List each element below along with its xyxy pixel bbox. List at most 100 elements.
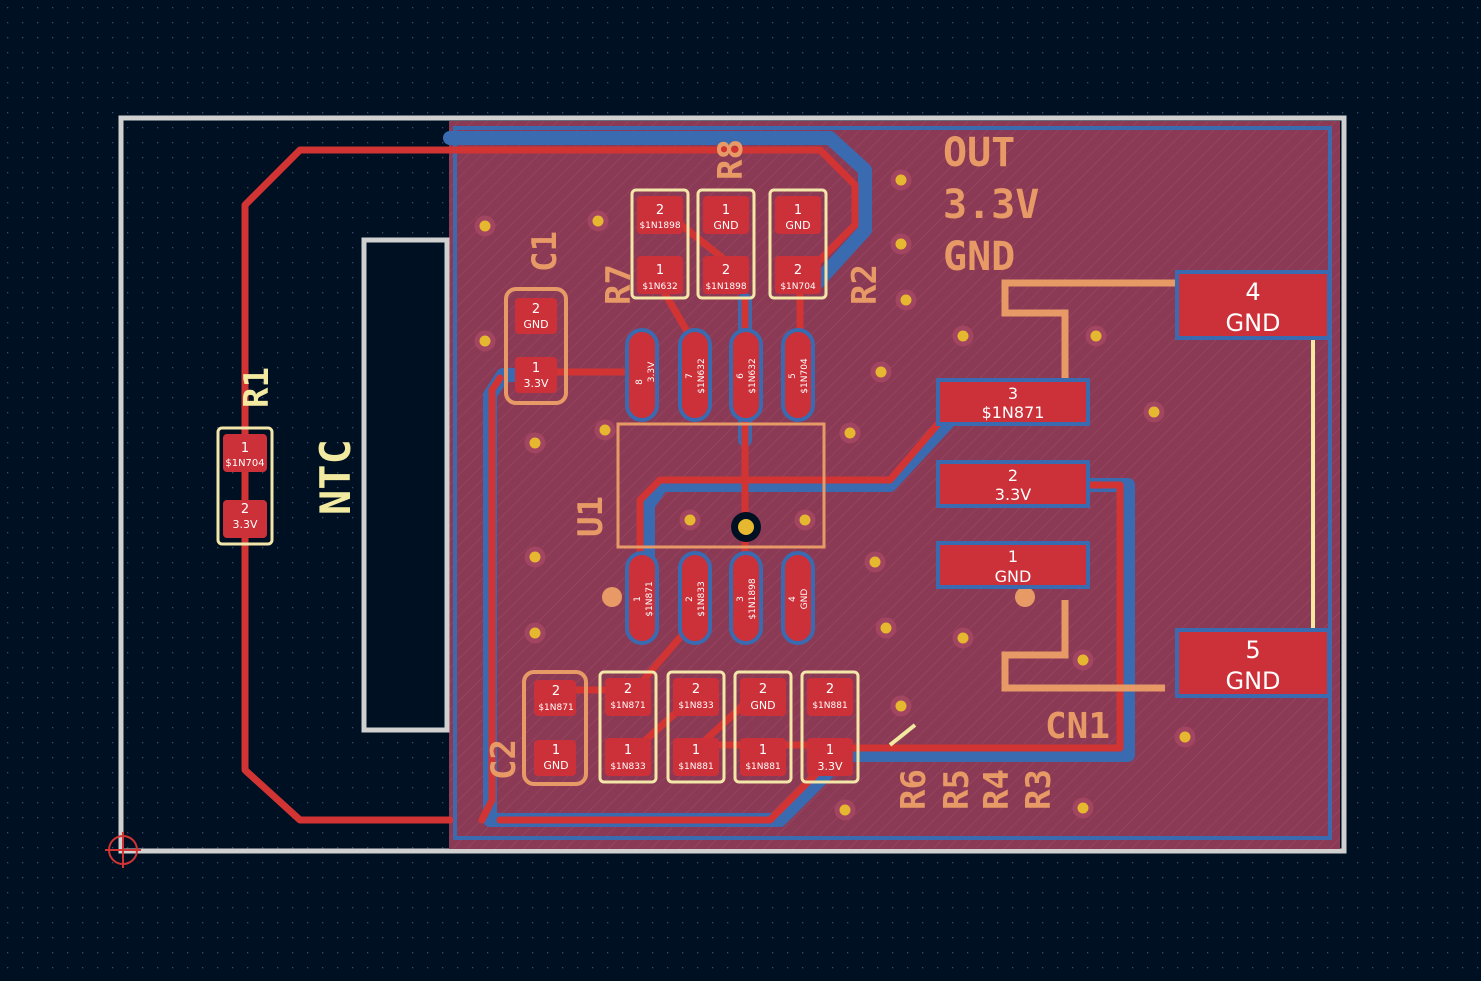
pads-r3-1-num-label: 1 bbox=[826, 743, 834, 758]
pads-c1-2-net-label: GND bbox=[523, 318, 548, 331]
r2-pad-1[interactable] bbox=[775, 196, 821, 234]
u1-pad-8[interactable] bbox=[625, 328, 659, 422]
pads-u1-8-net-label: 3.3V bbox=[647, 361, 657, 382]
marker-dot bbox=[1015, 587, 1035, 607]
r2-pad-2[interactable] bbox=[775, 256, 821, 294]
c2-pad-1[interactable] bbox=[534, 740, 576, 776]
r6-leader-line bbox=[888, 723, 917, 747]
pads-u1-8-num-label: 8 bbox=[635, 379, 645, 385]
cn1-pad-4[interactable] bbox=[1175, 270, 1331, 340]
r6-pad-1[interactable] bbox=[605, 738, 651, 776]
pads-r6-1-net-label: $1N833 bbox=[610, 762, 645, 772]
pads-r3-2-num-label: 2 bbox=[826, 682, 834, 697]
pads-c2-2-num-label: 2 bbox=[552, 684, 560, 699]
pads-cn1-3-net-label: $1N871 bbox=[982, 403, 1045, 422]
r3-pad-2[interactable] bbox=[807, 678, 853, 716]
r2-footprint[interactable]: 1 GND 2 $1N704 bbox=[768, 188, 828, 300]
pads-u1-6-num-label: 6 bbox=[736, 373, 746, 379]
pads-u1-2-num-label: 2 bbox=[685, 596, 695, 602]
pads-r3-2-net-label: $1N881 bbox=[812, 701, 847, 711]
pads-c1-1-net-label: 3.3V bbox=[523, 377, 548, 390]
cn1-footprint[interactable]: 3 $1N871 2 3.3V 1 GND 4 GND 5 GND bbox=[936, 270, 1331, 698]
pads-u1-4-num-label: 4 bbox=[788, 596, 798, 602]
pads-r2-1-num-label: 1 bbox=[794, 203, 802, 218]
pads-cn1-4-net-label: GND bbox=[1225, 309, 1280, 337]
pads-u1-3-num-label: 3 bbox=[736, 596, 746, 602]
ntc-label: NTC bbox=[311, 439, 360, 515]
cn1-pad-1[interactable] bbox=[936, 541, 1090, 589]
gnd-label: GND bbox=[943, 234, 1015, 280]
pads-r1-1-num-label: 1 bbox=[241, 441, 249, 456]
pads-u1-1-net-label: $1N871 bbox=[645, 581, 655, 616]
v33-label: 3.3V bbox=[943, 182, 1039, 228]
c1-footprint[interactable]: 2 GND 1 3.3V bbox=[504, 287, 568, 405]
r8-footprint[interactable]: 1 GND 2 $1N1898 bbox=[696, 188, 756, 300]
r5-footprint[interactable]: 2 $1N833 1 $1N881 bbox=[666, 670, 726, 784]
pads-u1-7-num-label: 7 bbox=[685, 373, 695, 379]
u1-pad-3[interactable] bbox=[729, 551, 763, 645]
r1-refdes: R1 bbox=[237, 367, 277, 408]
r4-pad-1[interactable] bbox=[740, 738, 786, 776]
r3-refdes: R3 bbox=[1019, 769, 1059, 810]
r7-pad-1[interactable] bbox=[637, 256, 683, 294]
pads-r7-1-net-label: $1N632 bbox=[642, 282, 677, 292]
pads-r8-2-net-label: $1N1898 bbox=[705, 282, 746, 292]
c2-footprint[interactable]: 2 $1N871 1 GND bbox=[522, 670, 588, 786]
r6-footprint[interactable]: 2 $1N871 1 $1N833 bbox=[598, 670, 658, 784]
u1-pad-6[interactable] bbox=[729, 328, 763, 422]
r1-footprint[interactable]: 1 $1N704 2 3.3V bbox=[216, 426, 274, 546]
r5-refdes: R5 bbox=[937, 769, 977, 810]
pads-r6-1-num-label: 1 bbox=[624, 743, 632, 758]
c2-pad-2[interactable] bbox=[534, 680, 576, 716]
c1-pad-2[interactable] bbox=[515, 298, 557, 334]
pads-r7-2-net-label: $1N1898 bbox=[639, 221, 680, 231]
pads-u1-7-net-label: $1N632 bbox=[697, 358, 707, 393]
u1-pad-4[interactable] bbox=[781, 551, 815, 645]
pads-c1-2-num-label: 2 bbox=[532, 302, 540, 317]
pads-r1-2-net-label: 3.3V bbox=[232, 518, 257, 531]
silkscreen-labels: OUT 3.3V GND NTC R1 C1 C2 R7 R8 R2 U1 CN… bbox=[237, 130, 1110, 810]
c2-refdes: C2 bbox=[484, 739, 524, 780]
r4-refdes: R4 bbox=[977, 769, 1017, 810]
r6-refdes: R6 bbox=[894, 769, 934, 810]
c1-pad-1[interactable] bbox=[515, 357, 557, 393]
r1-pad-2[interactable] bbox=[223, 500, 267, 538]
u1-pad-2[interactable] bbox=[678, 551, 712, 645]
r6-pad-2[interactable] bbox=[605, 678, 651, 716]
pads-cn1-5-num-label: 5 bbox=[1245, 636, 1260, 664]
r5-pad-1[interactable] bbox=[673, 738, 719, 776]
r4-footprint[interactable]: 2 GND 1 $1N881 bbox=[733, 670, 793, 784]
r3-pad-1[interactable] bbox=[807, 738, 853, 776]
r3-footprint[interactable]: 2 $1N881 1 3.3V bbox=[800, 670, 860, 784]
cn1-pad-5[interactable] bbox=[1175, 628, 1331, 698]
pads-cn1-5-net-label: GND bbox=[1225, 667, 1280, 695]
pads-u1-1-num-label: 1 bbox=[633, 596, 643, 602]
origin-marker bbox=[105, 832, 141, 868]
r7-footprint[interactable]: 2 $1N1898 1 $1N632 bbox=[630, 188, 690, 300]
pads-r2-2-net-label: $1N704 bbox=[780, 282, 816, 292]
pads-r5-1-num-label: 1 bbox=[692, 743, 700, 758]
pads-r4-2-net-label: GND bbox=[750, 699, 775, 712]
r8-pad-2[interactable] bbox=[703, 256, 749, 294]
pads-r4-1-num-label: 1 bbox=[759, 743, 767, 758]
pads-r6-2-net-label: $1N871 bbox=[610, 701, 645, 711]
u1-center-via-ring bbox=[738, 519, 754, 535]
cn1-pad-2[interactable] bbox=[936, 460, 1090, 508]
r7-pad-2[interactable] bbox=[637, 196, 683, 234]
pads-r3-1-net-label: 3.3V bbox=[817, 760, 842, 773]
r5-pad-2[interactable] bbox=[673, 678, 719, 716]
r8-pad-1[interactable] bbox=[703, 196, 749, 234]
r1-pad-1[interactable] bbox=[223, 434, 267, 472]
u1-pad-7[interactable] bbox=[678, 328, 712, 422]
pads-u1-5-num-label: 5 bbox=[788, 373, 798, 379]
r2-refdes: R2 bbox=[845, 264, 885, 305]
pads-u1-2-net-label: $1N833 bbox=[697, 581, 707, 616]
r4-pad-2[interactable] bbox=[740, 678, 786, 716]
u1-footprint[interactable]: 8 3.3V 7 $1N632 6 $1N632 5 $1N704 1 $1N8… bbox=[625, 328, 815, 645]
out-label: OUT bbox=[943, 130, 1015, 176]
cn1-pad-3[interactable] bbox=[936, 378, 1090, 426]
pads-r8-2-num-label: 2 bbox=[722, 263, 730, 278]
u1-pad-5[interactable] bbox=[781, 328, 815, 422]
u1-pad-1[interactable] bbox=[625, 551, 659, 645]
